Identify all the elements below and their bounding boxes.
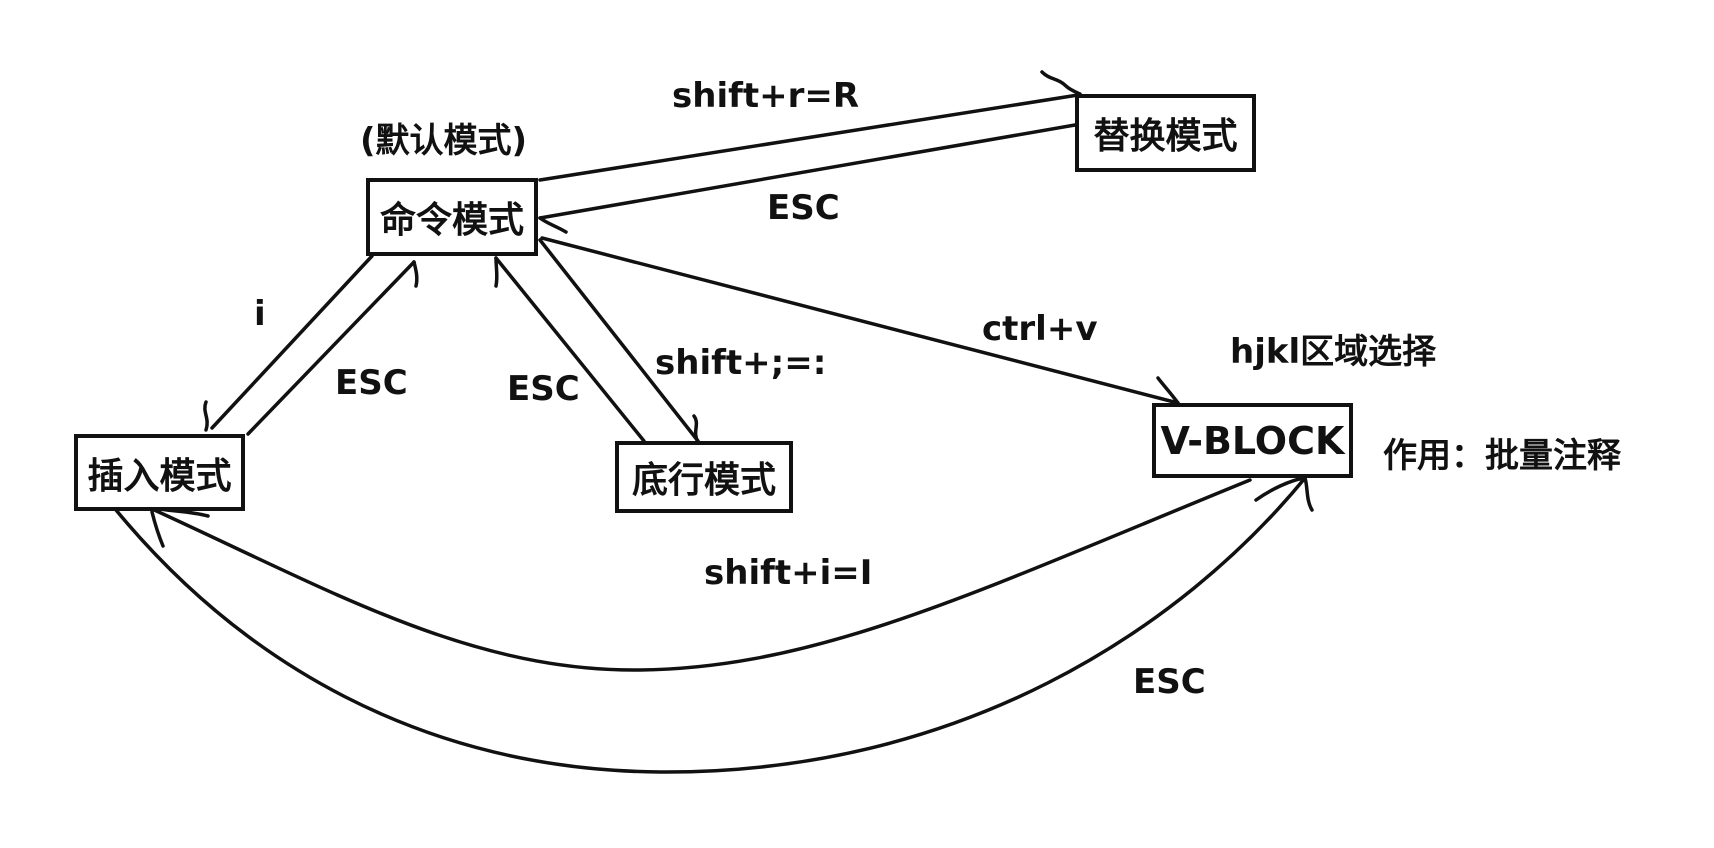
note-hjkl-selection: hjkl区域选择	[1230, 332, 1437, 372]
edge-label-esc-vblock: ESC	[1133, 662, 1206, 702]
arrowhead-insert	[203, 400, 209, 432]
edge-vblock-to-insert	[148, 478, 1252, 672]
edge-label-shift-i: shift+i=I	[704, 553, 873, 593]
arrowhead-replace	[1040, 70, 1082, 96]
edge-label-ctrl-v: ctrl+v	[982, 309, 1098, 349]
edge-label-esc-insert: ESC	[335, 363, 408, 403]
arrowhead-command-from-replace	[538, 216, 568, 234]
edge-label-esc-lastline: ESC	[507, 369, 580, 409]
edge-insert-to-vblock	[114, 476, 1307, 774]
node-command-mode: 命令模式	[366, 178, 538, 256]
edge-label-i: i	[254, 294, 266, 334]
edge-command-to-replace	[538, 93, 1080, 182]
edge-label-shift-colon: shift+;=:	[655, 343, 827, 383]
arrowhead-command-from-lastline	[494, 256, 499, 288]
arrowhead-vblock-from-insert	[1254, 476, 1314, 512]
arrowhead-lastline	[692, 414, 700, 444]
arrowhead-vblock	[1156, 376, 1180, 405]
edge-lastline-to-command	[494, 256, 646, 443]
edge-label-shift-r: shift+r=R	[672, 76, 860, 116]
note-purpose: 作用：批量注释	[1383, 436, 1621, 476]
node-insert-mode: 插入模式	[74, 434, 245, 511]
arrowhead-command-from-insert	[412, 260, 419, 288]
node-vblock-mode: V-BLOCK	[1152, 403, 1353, 478]
edge-command-to-lastline	[538, 238, 700, 443]
edge-insert-to-command	[246, 260, 416, 436]
node-lastline-mode: 底行模式	[615, 441, 793, 513]
edge-label-esc-replace: ESC	[767, 188, 840, 228]
note-default-mode: (默认模式)	[360, 121, 528, 161]
edge-command-to-vblock	[540, 236, 1180, 405]
edge-replace-to-command	[538, 123, 1077, 220]
edge-command-to-insert	[210, 254, 374, 430]
arrowhead-insert-tail	[150, 510, 165, 548]
node-replace-mode: 替换模式	[1075, 94, 1256, 172]
